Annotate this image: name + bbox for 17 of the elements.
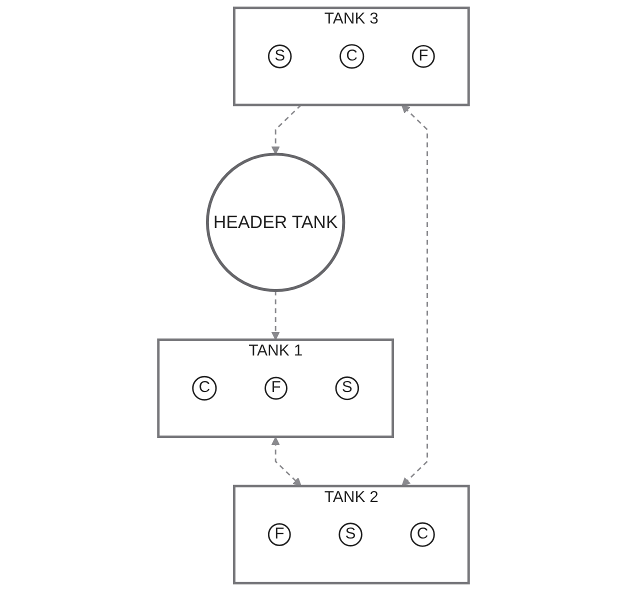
node-circle: [268, 44, 292, 68]
node-circle: [206, 152, 346, 292]
node-circle: [268, 523, 291, 546]
node-circle: [340, 44, 364, 69]
cluster: [157, 338, 394, 438]
node-circle: [410, 522, 435, 547]
node-circle: [264, 376, 288, 400]
node-circle: [192, 376, 217, 401]
cluster: [232, 484, 470, 584]
node-circle: [412, 44, 435, 68]
cluster: [232, 6, 470, 106]
arrow: [271, 104, 302, 155]
arrow: [271, 290, 280, 340]
arrow: [271, 436, 302, 486]
arrow: [401, 104, 428, 486]
node-circle: [338, 522, 362, 546]
node-circle: [335, 376, 360, 400]
